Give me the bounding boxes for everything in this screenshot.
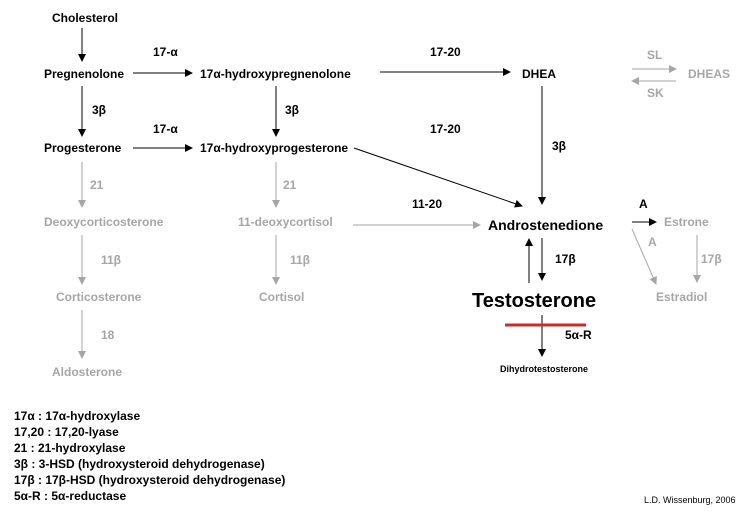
enzyme-label-18: 18 — [101, 328, 115, 342]
legend-item: 17α : 17α-hydroxylase — [14, 409, 141, 423]
enzyme-label-11b-left: 11β — [101, 253, 121, 267]
legend-item: 17β : 17β-HSD (hydroxysteroid dehydrogen… — [14, 473, 286, 487]
node-cortisol: Cortisol — [259, 290, 304, 304]
enzyme-label-21-left: 21 — [90, 178, 104, 192]
legend: 17α : 17α-hydroxylase 17,20 : 17,20-lyas… — [14, 408, 285, 504]
legend-item: 17,20 : 17,20-lyase — [14, 425, 119, 439]
node-testosterone: Testosterone — [472, 290, 596, 312]
node-estrone: Estrone — [664, 215, 709, 229]
node-progesterone: Progesterone — [44, 141, 122, 155]
node-dhea: DHEA — [522, 67, 556, 81]
node-deoxycorticosterone: Deoxycorticosterone — [44, 215, 164, 229]
enzyme-label-3b-middle: 3β — [285, 103, 299, 117]
enzyme-label-aromatase-bottom: A — [648, 235, 657, 249]
legend-item: 5α-R : 5α-reductase — [14, 489, 127, 503]
enzyme-label-17-20-bottom: 17-20 — [430, 122, 461, 136]
enzyme-label-11b-middle: 11β — [290, 253, 310, 267]
node-deoxycortisol: 11-deoxycortisol — [238, 215, 333, 229]
enzyme-label-5a-r: 5α-R — [565, 328, 592, 342]
enzyme-label-17b-right: 17β — [701, 252, 722, 266]
node-corticosterone: Corticosterone — [56, 290, 142, 304]
enzyme-label-3b-right: 3β — [552, 139, 566, 153]
author-credit: L.D. Wissenburg, 2006 — [644, 495, 736, 505]
arrow-androstenedione-to-estradiol — [631, 228, 657, 285]
node-hydroxypregnenolone: 17α-hydroxypregnenolone — [200, 67, 351, 81]
enzyme-label-3b-left: 3β — [92, 103, 106, 117]
node-estradiol: Estradiol — [656, 290, 707, 304]
enzyme-label-11-20: 11-20 — [412, 197, 442, 211]
enzyme-label-17b-center: 17β — [555, 252, 576, 266]
legend-item: 21 : 21-hydroxylase — [14, 441, 126, 455]
enzyme-label-sl: SL — [647, 48, 662, 62]
node-dihydrotestosterone: Dihydrotestosterone — [500, 364, 588, 374]
node-androstenedione: Androstenedione — [488, 217, 603, 233]
arrow-hydroxyprogesterone-to-androstenedione — [353, 147, 523, 208]
enzyme-label-sk: SK — [647, 86, 664, 100]
legend-item: 3β : 3-HSD (hydroxysteroid dehydrogenase… — [14, 457, 265, 471]
enzyme-label-21-middle: 21 — [283, 178, 297, 192]
node-dheas: DHEAS — [688, 67, 730, 81]
enzyme-label-17-20-top: 17-20 — [430, 45, 461, 59]
node-aldosterone: Aldosterone — [52, 365, 122, 379]
node-cholesterol: Cholesterol — [52, 11, 118, 25]
enzyme-label-17a-top: 17-α — [153, 45, 178, 59]
enzyme-label-aromatase-top: A — [639, 197, 648, 211]
enzyme-label-17a-bottom: 17-α — [153, 122, 178, 136]
node-hydroxyprogesterone: 17α-hydroxyprogesterone — [200, 141, 348, 155]
node-pregnenolone: Pregnenolone — [44, 67, 124, 81]
